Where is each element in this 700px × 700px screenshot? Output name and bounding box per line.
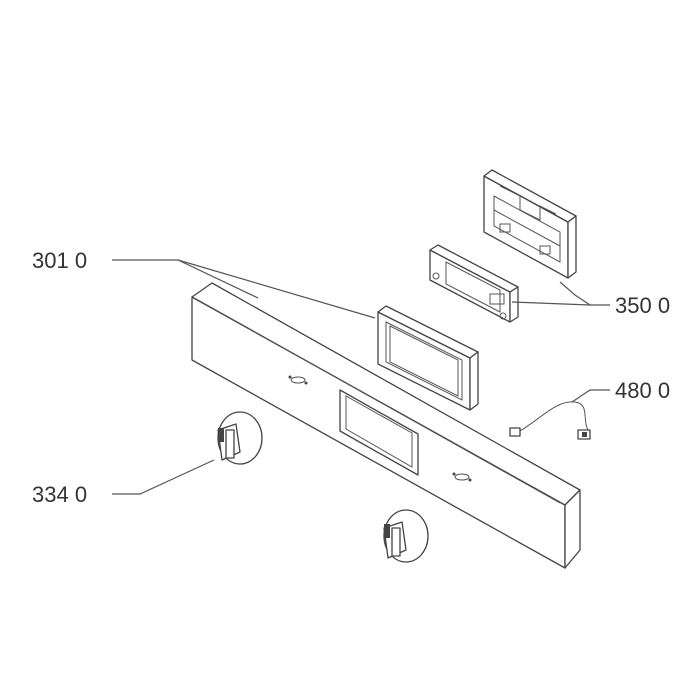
knob-right-part — [383, 509, 429, 563]
callout-electronic-module: 350 0 — [615, 293, 670, 318]
electronic-module-part — [429, 244, 519, 323]
wire-harness-part — [509, 401, 591, 440]
knob-left-part — [217, 411, 263, 465]
display-frame-part — [377, 305, 479, 411]
leader-lines — [112, 259, 610, 495]
panel-symbol-left — [288, 375, 308, 385]
display-window — [339, 389, 419, 476]
panel-symbol-right — [452, 472, 472, 482]
callout-wire-harness: 480 0 — [615, 378, 670, 403]
callout-control-panel: 301 0 — [32, 248, 87, 273]
module-bracket-part — [483, 169, 577, 279]
control-panel-part — [191, 282, 581, 569]
callout-knob: 334 0 — [32, 482, 87, 507]
